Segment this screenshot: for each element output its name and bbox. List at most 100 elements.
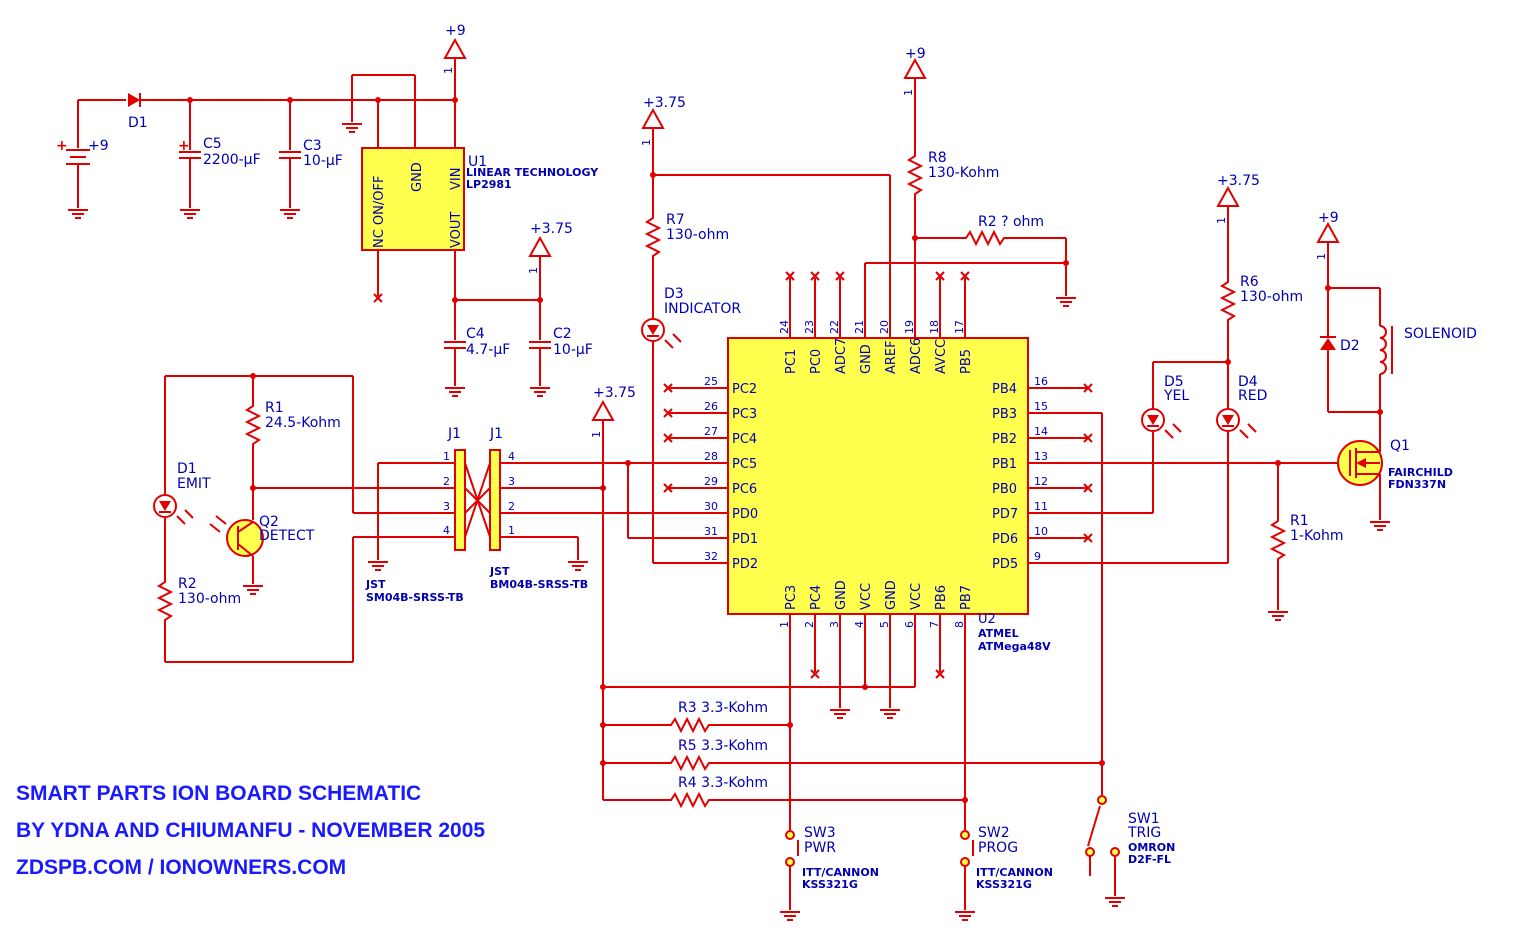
mcu-pin-num-9: 9: [1034, 550, 1041, 563]
c3-ref: C3: [303, 138, 322, 154]
r2-value: 130-ohm: [178, 591, 241, 607]
u1-regulator: [361, 147, 465, 251]
jst2-part: BM04B-SRSS-TB: [490, 578, 588, 591]
mcu-pin-pb6-b: PB6: [934, 585, 949, 610]
j1-right-pin-4: 4: [508, 450, 515, 463]
r6-supply: +3.75: [1217, 173, 1260, 189]
r3-label: R3 3.3-Kohm: [678, 700, 768, 716]
mcu-pin-pd2: PD2: [732, 557, 758, 572]
mcu-pin-num-11: 11: [1034, 500, 1048, 513]
r6-value: 130-ohm: [1240, 289, 1303, 305]
mcu-pin-gnd: GND: [859, 344, 874, 374]
r1-value: 24.5-Kohm: [265, 415, 341, 431]
q2-value: DETECT: [259, 528, 315, 544]
mcu-pin-num-24: 24: [778, 320, 791, 334]
sensor-section: R1 24.5-Kohm D1 EMIT R2 130-ohm Q2 DETEC…: [153, 373, 728, 663]
switch-section: +3.75 R3 3.3-Kohm R5 3.3-Kohm R4 3.3-Koh…: [592, 385, 1175, 921]
title-block: SMART PARTS ION BOARD SCHEMATIC BY YDNA …: [16, 782, 485, 879]
supply-pin-num: 1: [1315, 253, 1328, 260]
mcu-pin-adc7: ADC7: [834, 338, 849, 374]
u2-part: ATMega48V: [978, 640, 1051, 653]
mcu-right-network: +3.75 R6 130-ohm D5 YEL D4 RED Q1 FAIRCH…: [1038, 173, 1477, 621]
r5-label: R5 3.3-Kohm: [678, 738, 768, 754]
r8-value: 130-Kohm: [928, 165, 999, 181]
mcu-pin-pb2: PB2: [992, 432, 1017, 447]
j1-right-pin-1: 1: [508, 524, 515, 537]
mcu-pin-pd0: PD0: [732, 507, 758, 522]
jst1-maker: JST: [365, 578, 386, 591]
d1-emit-ref: D1: [177, 461, 197, 477]
u1-maker: LINEAR TECHNOLOGY: [466, 166, 599, 179]
u1-pin-gnd: GND: [410, 162, 425, 192]
sw1-value: TRIG: [1127, 825, 1161, 841]
mcu-pin-pb7-b: PB7: [959, 585, 974, 610]
supply-pin-num: 1: [527, 267, 540, 274]
mcu-pin-num-31: 31: [704, 525, 718, 538]
r1b-ref: R1: [1290, 513, 1309, 529]
mcu-pin-num-12: 12: [1034, 475, 1048, 488]
supply-pin-num: 1: [442, 67, 455, 74]
u1-ref: U1: [468, 154, 487, 170]
battery-voltage: +9: [88, 138, 109, 154]
sw2-part: KSS321G: [976, 878, 1032, 891]
supply-pin-num: 1: [1215, 217, 1228, 224]
sw2-ref: SW2: [978, 825, 1010, 841]
mcu-pin-pc0: PC0: [809, 349, 824, 374]
j1-left-pin-2: 2: [443, 475, 450, 488]
solenoid-supply: +9: [1318, 210, 1339, 226]
j1-left-pin-4: 4: [443, 524, 450, 537]
mcu-pin-num-25: 25: [704, 375, 718, 388]
mcu-pin-pc3-b: PC3: [784, 585, 799, 610]
c2-value: 10-µF: [553, 342, 593, 358]
mcu-pin-vcc-b: VCC: [859, 583, 874, 610]
mcu-top-network: +3.75 R7 130-ohm D3 INDICATOR +9 R8 130-…: [641, 46, 1077, 564]
q1-ref: Q1: [1390, 438, 1410, 454]
sw3-ref: SW3: [804, 825, 836, 841]
pullup-supply: +3.75: [593, 385, 636, 401]
d2-label: D2: [1340, 338, 1360, 354]
j1-right-label: J1: [489, 426, 503, 442]
sw2-maker: ITT/CANNON: [976, 866, 1053, 879]
mcu-pin-num-16: 16: [1034, 375, 1048, 388]
r2-ref: R2: [178, 576, 197, 592]
mcu-pin-num-1: 1: [778, 621, 791, 628]
mcu-pin-pc5: PC5: [732, 457, 757, 472]
mcu-pin-pc4-b: PC4: [809, 585, 824, 610]
sw1-part: D2F-FL: [1128, 853, 1171, 866]
mcu-pin-num-30: 30: [704, 500, 718, 513]
d1-emit-value: EMIT: [177, 476, 211, 492]
d4-ref: D4: [1238, 374, 1258, 390]
svg-text:+: +: [178, 138, 190, 154]
battery-plus: +: [56, 138, 68, 154]
j1-left-pin-3: 3: [443, 500, 450, 513]
mcu-pin-num-19: 19: [903, 320, 916, 334]
sw3-maker: ITT/CANNON: [802, 866, 879, 879]
sw3-part: KSS321G: [802, 878, 858, 891]
d1-label: D1: [128, 115, 148, 131]
d5-ref: D5: [1164, 374, 1184, 390]
mcu-pin-pb5: PB5: [959, 349, 974, 374]
j1-left-pin-1: 1: [443, 450, 450, 463]
mcu-pin-pd6: PD6: [992, 532, 1018, 547]
mcu-u2: PC225PC326PC427PC528PC629PD030PD131PD232…: [442, 67, 1328, 687]
sw2-value: PROG: [978, 840, 1018, 856]
supply-pin-num: 1: [590, 431, 603, 438]
solenoid-coil-icon: [1379, 325, 1387, 375]
j1-right-pin-3: 3: [508, 475, 515, 488]
mcu-pin-num-13: 13: [1034, 450, 1048, 463]
sw1-ref: SW1: [1128, 811, 1160, 827]
mcu-pin-num-2: 2: [803, 621, 816, 628]
mcu-pins: PC225PC326PC427PC528PC629PD030PD131PD232…: [442, 67, 1328, 687]
mcu-pin-num-7: 7: [928, 621, 941, 628]
r7-value: 130-ohm: [666, 227, 729, 243]
mcu-pin-num-27: 27: [704, 425, 718, 438]
q2-phototransistor-icon: [226, 519, 264, 557]
title-line-1: SMART PARTS ION BOARD SCHEMATIC: [16, 782, 421, 805]
q1-part: FDN337N: [1388, 478, 1446, 491]
mcu-pin-pd5: PD5: [992, 557, 1018, 572]
r1-ref: R1: [265, 400, 284, 416]
d1-diode-icon: [128, 93, 140, 107]
mcu-pin-pd7: PD7: [992, 507, 1018, 522]
mcu-pin-pb1: PB1: [992, 457, 1017, 472]
